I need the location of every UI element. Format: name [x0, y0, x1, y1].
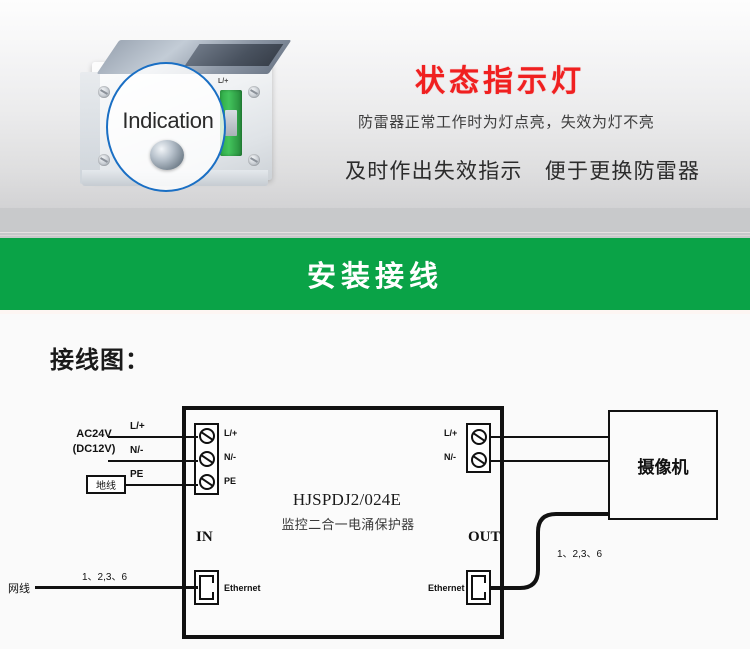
product-photo: L/+ Indication	[72, 32, 304, 210]
output-wire-l	[491, 436, 608, 438]
screw-terminal-icon	[470, 451, 487, 468]
wiring-diagram-section: 接线图： HJSPDJ2/024E 监控二合一电涌保护器 IN OUT L/+ …	[0, 314, 750, 649]
input-wire-n	[108, 460, 198, 462]
screw-icon	[98, 86, 110, 98]
hero-section: L/+ Indication 状态指示灯 防雷器正常工作时为灯点亮，失效为灯不亮…	[0, 0, 750, 238]
diagram-heading: 接线图：	[50, 346, 150, 374]
hairline-divider	[0, 232, 750, 233]
input-terminal-label-l: L/+	[224, 428, 238, 438]
input-wire-l	[108, 436, 198, 438]
device-subtitle-label: 监控二合一电涌保护器	[281, 518, 415, 533]
section-banner-title: 安装接线	[306, 259, 443, 293]
input-terminal-label-pe: PE	[224, 476, 237, 486]
screw-terminal-icon	[470, 428, 487, 445]
ground-wire-box: 地线	[86, 475, 126, 494]
device-side-fin	[80, 72, 100, 184]
output-terminal-label-l: L/+	[444, 428, 458, 438]
input-wire-label-l: L/+	[130, 421, 145, 432]
screw-terminal-icon	[198, 450, 215, 467]
hero-title: 状态指示灯	[415, 64, 585, 99]
hairline-divider	[0, 235, 750, 236]
power-source-line-2: (DC12V)	[72, 443, 116, 455]
screw-icon	[98, 154, 110, 166]
screw-terminal-icon	[198, 473, 215, 490]
spd-device-box	[182, 406, 504, 639]
output-wire-n	[491, 460, 608, 462]
ethernet-cable-curve	[489, 512, 618, 590]
input-wire-label-n: N/-	[130, 445, 144, 456]
network-cable-line	[35, 586, 198, 589]
input-wire-label-pe: PE	[130, 469, 144, 480]
screw-icon	[248, 154, 260, 166]
green-terminal-slot	[225, 110, 237, 136]
screw-terminal-icon	[198, 428, 215, 445]
hero-description-line-1: 防雷器正常工作时为灯点亮，失效为灯不亮	[358, 113, 655, 131]
device-top-vent	[184, 44, 284, 66]
camera-box: 摄像机	[608, 410, 718, 520]
power-source-label: AC24V (DC12V)	[62, 427, 126, 457]
output-pin-label: 1、2,3、6	[557, 549, 603, 560]
output-ethernet-port-icon	[466, 570, 491, 605]
rj45-inner-shape	[199, 575, 214, 600]
power-source-line-1: AC24V	[76, 428, 112, 440]
device-in-label: IN	[196, 529, 213, 545]
output-terminal-label-n: N/-	[444, 452, 456, 462]
indication-label: Indication	[122, 108, 214, 133]
hero-description-line-2: 及时作出失效指示 便于更换防雷器	[345, 159, 701, 183]
input-ethernet-label: Ethernet	[224, 583, 261, 593]
input-pin-label: 1、2,3、6	[82, 572, 128, 583]
highlight-circle-icon	[106, 62, 226, 192]
input-terminal-block	[194, 423, 219, 495]
banner-underline	[0, 310, 750, 314]
led-indicator-icon	[150, 140, 184, 170]
input-terminal-label-n: N/-	[224, 452, 236, 462]
input-ethernet-port-icon	[194, 570, 219, 605]
screw-icon	[248, 86, 260, 98]
input-wire-pe	[108, 484, 198, 486]
grey-divider	[0, 208, 750, 238]
output-ethernet-label: Ethernet	[428, 583, 465, 593]
network-cable-label: 网线	[8, 582, 30, 595]
photo-terminal-label: L/+	[218, 78, 229, 85]
device-model-label: HJSPDJ2/024E	[292, 490, 402, 509]
section-banner: 安装接线	[0, 238, 750, 310]
output-terminal-block	[466, 423, 491, 473]
device-out-label: OUT	[468, 529, 501, 545]
